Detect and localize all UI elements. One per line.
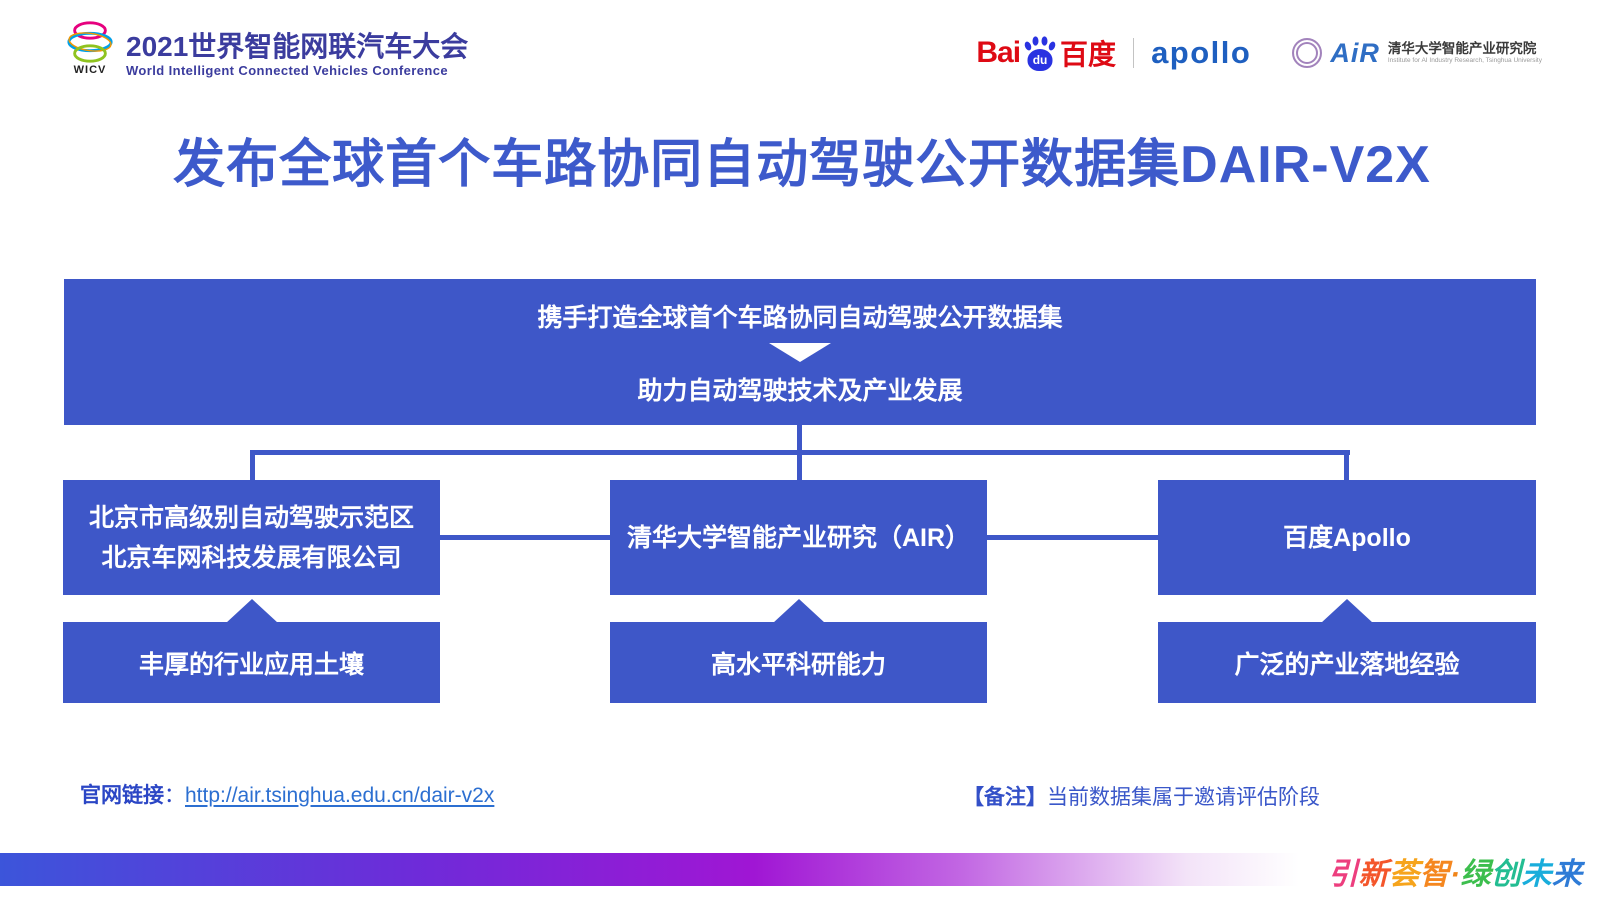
org-beijing-line1: 北京市高级别自动驾驶示范区 bbox=[88, 503, 414, 532]
logo-divider bbox=[1133, 38, 1135, 68]
arrow-down-icon bbox=[769, 342, 831, 362]
strength-box-left: 丰厚的行业应用土壤 bbox=[63, 622, 440, 703]
paw-toes-icon bbox=[1024, 36, 1056, 51]
strength-box-right: 广泛的产业落地经验 bbox=[1158, 622, 1536, 703]
note-text: 当前数据集属于邀请评估阶段 bbox=[1047, 786, 1320, 809]
tsinghua-emblem-icon bbox=[1292, 38, 1323, 68]
baidu-du-text: du bbox=[1032, 53, 1048, 67]
wicv-acronym-label: WICV bbox=[73, 64, 107, 76]
strength-right-text: 广泛的产业落地经验 bbox=[1234, 650, 1460, 679]
slogan-char: 来 bbox=[1552, 858, 1583, 891]
conference-title-en: World Intelligent Connected Vehicles Con… bbox=[126, 63, 448, 79]
conference-title-cn: 2021世界智能网联汽车大会 bbox=[126, 31, 469, 62]
strength-box-center: 高水平科研能力 bbox=[610, 622, 987, 703]
paw-pad-icon: du bbox=[1027, 49, 1053, 71]
arrow-up-icon-center bbox=[773, 599, 825, 623]
baidu-logo: Bai du 百度 bbox=[976, 33, 1116, 73]
connector-rail bbox=[250, 450, 1350, 455]
strength-center-text: 高水平科研能力 bbox=[710, 650, 886, 679]
connector-stub-center bbox=[797, 453, 802, 481]
page-title: 发布全球首个车路协同自动驾驶公开数据集DAIR-V2X bbox=[173, 136, 1431, 194]
wicv-logo: WICV bbox=[64, 18, 116, 76]
wicv-brand: WICV 2021世界智能网联汽车大会 World Intelligent Co… bbox=[64, 18, 468, 78]
air-name-en: Institute for AI Industry Research, Tsin… bbox=[1387, 57, 1542, 65]
conference-titles: 2021世界智能网联汽车大会 World Intelligent Connect… bbox=[126, 31, 469, 79]
slogan-char: 未 bbox=[1521, 858, 1552, 891]
baidu-latin-text: Bai bbox=[976, 36, 1021, 69]
slogan-char: 荟 bbox=[1389, 858, 1420, 891]
connector-stub-left bbox=[250, 453, 255, 481]
slogan-char: · bbox=[1450, 858, 1461, 891]
org-box-air: 清华大学智能产业研究（AIR） bbox=[610, 480, 987, 595]
wicv-globe-icon bbox=[67, 21, 113, 63]
top-box: 携手打造全球首个车路协同自动驾驶公开数据集 助力自动驾驶技术及产业发展 bbox=[64, 279, 1536, 425]
air-tsinghua-logo: AiR 清华大学智能产业研究院 Institute for AI Industr… bbox=[1292, 38, 1542, 69]
air-name-cn: 清华大学智能产业研究院 bbox=[1387, 40, 1537, 56]
connector-left-center bbox=[440, 535, 610, 540]
arrow-up-icon-right bbox=[1321, 599, 1373, 623]
air-name-block: 清华大学智能产业研究院 Institute for AI Industry Re… bbox=[1388, 41, 1542, 66]
connector-top-stub bbox=[797, 424, 802, 452]
connector-stub-right bbox=[1344, 453, 1349, 481]
top-box-line2: 助力自动驾驶技术及产业发展 bbox=[637, 376, 963, 405]
org-apollo-line: 百度Apollo bbox=[1283, 523, 1411, 552]
slogan-char: 创 bbox=[1491, 858, 1522, 891]
slogan: 引新荟智·绿创未来 bbox=[1328, 849, 1583, 893]
connector-center-right bbox=[987, 535, 1158, 540]
dair-v2x-link[interactable]: http://air.tsinghua.edu.cn/dair-v2x bbox=[185, 784, 495, 807]
site-link-row: 官网链接：http://air.tsinghua.edu.cn/dair-v2x bbox=[80, 779, 494, 809]
org-box-baidu-apollo: 百度Apollo bbox=[1158, 480, 1536, 595]
slogan-char: 引 bbox=[1328, 858, 1359, 891]
slogan-char: 绿 bbox=[1460, 858, 1491, 891]
partner-logos: Bai du 百度 apollo AiR 清华大学智能产业研究院 In bbox=[976, 30, 1542, 76]
org-air-line: 清华大学智能产业研究（AIR） bbox=[626, 523, 971, 552]
air-logotype: AiR bbox=[1330, 37, 1380, 68]
note-row: 【备注】当前数据集属于邀请评估阶段 bbox=[963, 781, 1320, 811]
slogan-char: 智 bbox=[1419, 858, 1450, 891]
top-box-line1: 携手打造全球首个车路协同自动驾驶公开数据集 bbox=[537, 303, 1063, 332]
slogan-char: 新 bbox=[1358, 858, 1389, 891]
org-beijing-line2: 北京车网科技发展有限公司 bbox=[101, 543, 402, 572]
footer-gradient-stripe bbox=[0, 853, 1604, 886]
site-link-label: 官网链接 bbox=[80, 784, 164, 807]
site-link-separator: ： bbox=[164, 784, 185, 807]
apollo-logo: apollo bbox=[1151, 35, 1252, 70]
strength-left-text: 丰厚的行业应用土壤 bbox=[138, 650, 364, 679]
baidu-cn-text: 百度 bbox=[1060, 39, 1117, 70]
org-box-beijing: 北京市高级别自动驾驶示范区 北京车网科技发展有限公司 bbox=[63, 480, 440, 595]
arrow-up-icon-left bbox=[226, 599, 278, 623]
baidu-paw-icon: du bbox=[1022, 35, 1058, 71]
note-label: 【备注】 bbox=[963, 786, 1047, 809]
